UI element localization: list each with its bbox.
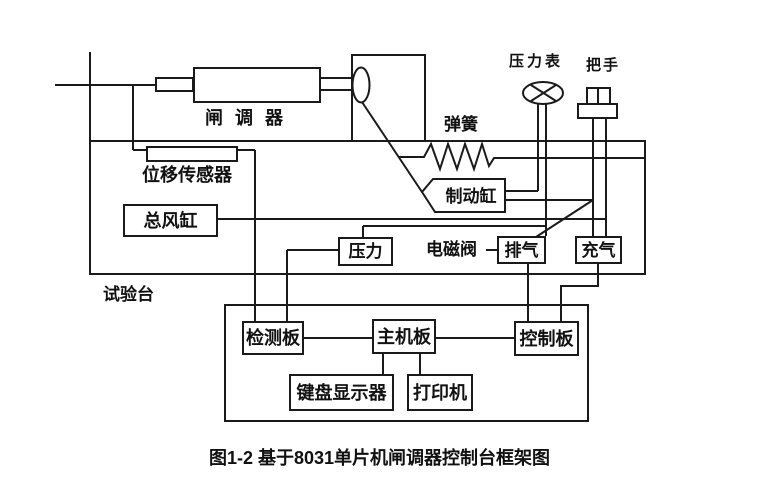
handle-base-shape: [577, 103, 618, 119]
brake-adjuster-cylinder-shape: [193, 67, 321, 103]
detection-board-label: 检测板: [246, 328, 300, 348]
sensor-to-detect-line: [238, 149, 256, 321]
control-board-label: 控制板: [519, 328, 574, 349]
mainboard-peripheral-lines: [382, 354, 421, 374]
exhaust-valve-label: 排气: [504, 240, 539, 260]
brake-cylinder-shape: [420, 178, 506, 213]
crank-ellipse-icon: [351, 66, 371, 104]
pressure-to-detect-line: [286, 249, 338, 321]
main-board-label: 主机板: [377, 326, 431, 347]
keyboard-display-label: 键盘显示器: [296, 382, 387, 403]
printer-box: 打印机: [407, 374, 473, 411]
pressure-label: 压力: [348, 242, 383, 261]
spring-zigzag-icon: [399, 140, 645, 173]
arm-to-sensor-line: [132, 85, 146, 151]
brake-cylinder-label: 制动缸: [445, 187, 497, 206]
figure-caption: 图1-2 基于8031单片机闸调器控制台框架图: [208, 448, 551, 468]
brake-adjuster-label: 闸调器: [205, 108, 295, 128]
main-board-box: 主机板: [372, 319, 436, 354]
main-air-reservoir-box: 总风缸: [123, 204, 218, 237]
piston-rod-lines: [320, 77, 356, 91]
pressure-gauge-stems: [537, 104, 547, 236]
test-bench-label: 试验台: [103, 285, 154, 304]
inflate-valve-box: 充气: [575, 236, 622, 264]
solenoid-valve-label: 电磁阀: [426, 240, 477, 259]
detection-board-box: 检测板: [242, 321, 304, 355]
inflate-to-control-line: [560, 263, 599, 321]
exhaust-valve-box: 排气: [497, 236, 546, 264]
pressure-box: 压力: [338, 237, 393, 266]
pressure-tap-line: [362, 225, 546, 237]
handle-label: 把手: [586, 57, 621, 74]
displacement-sensor-shape: [146, 146, 238, 162]
control-board-box: 控制板: [514, 321, 579, 356]
displacement-sensor-label: 位移传感器: [142, 165, 232, 185]
piston-rod-shape: [155, 77, 194, 92]
pressure-gauge-cross-icon: [530, 84, 557, 102]
spring-label: 弹簧: [444, 115, 478, 134]
keyboard-display-box: 键盘显示器: [289, 374, 394, 411]
printer-label: 打印机: [413, 382, 467, 403]
computer-frame: [224, 304, 589, 422]
main-air-reservoir-label: 总风缸: [143, 210, 198, 231]
lever-diagonal-line: [361, 101, 423, 193]
inflate-valve-label: 充气: [581, 240, 616, 260]
pressure-gauge-label: 压力表: [509, 53, 564, 70]
handle-stems: [592, 118, 607, 236]
